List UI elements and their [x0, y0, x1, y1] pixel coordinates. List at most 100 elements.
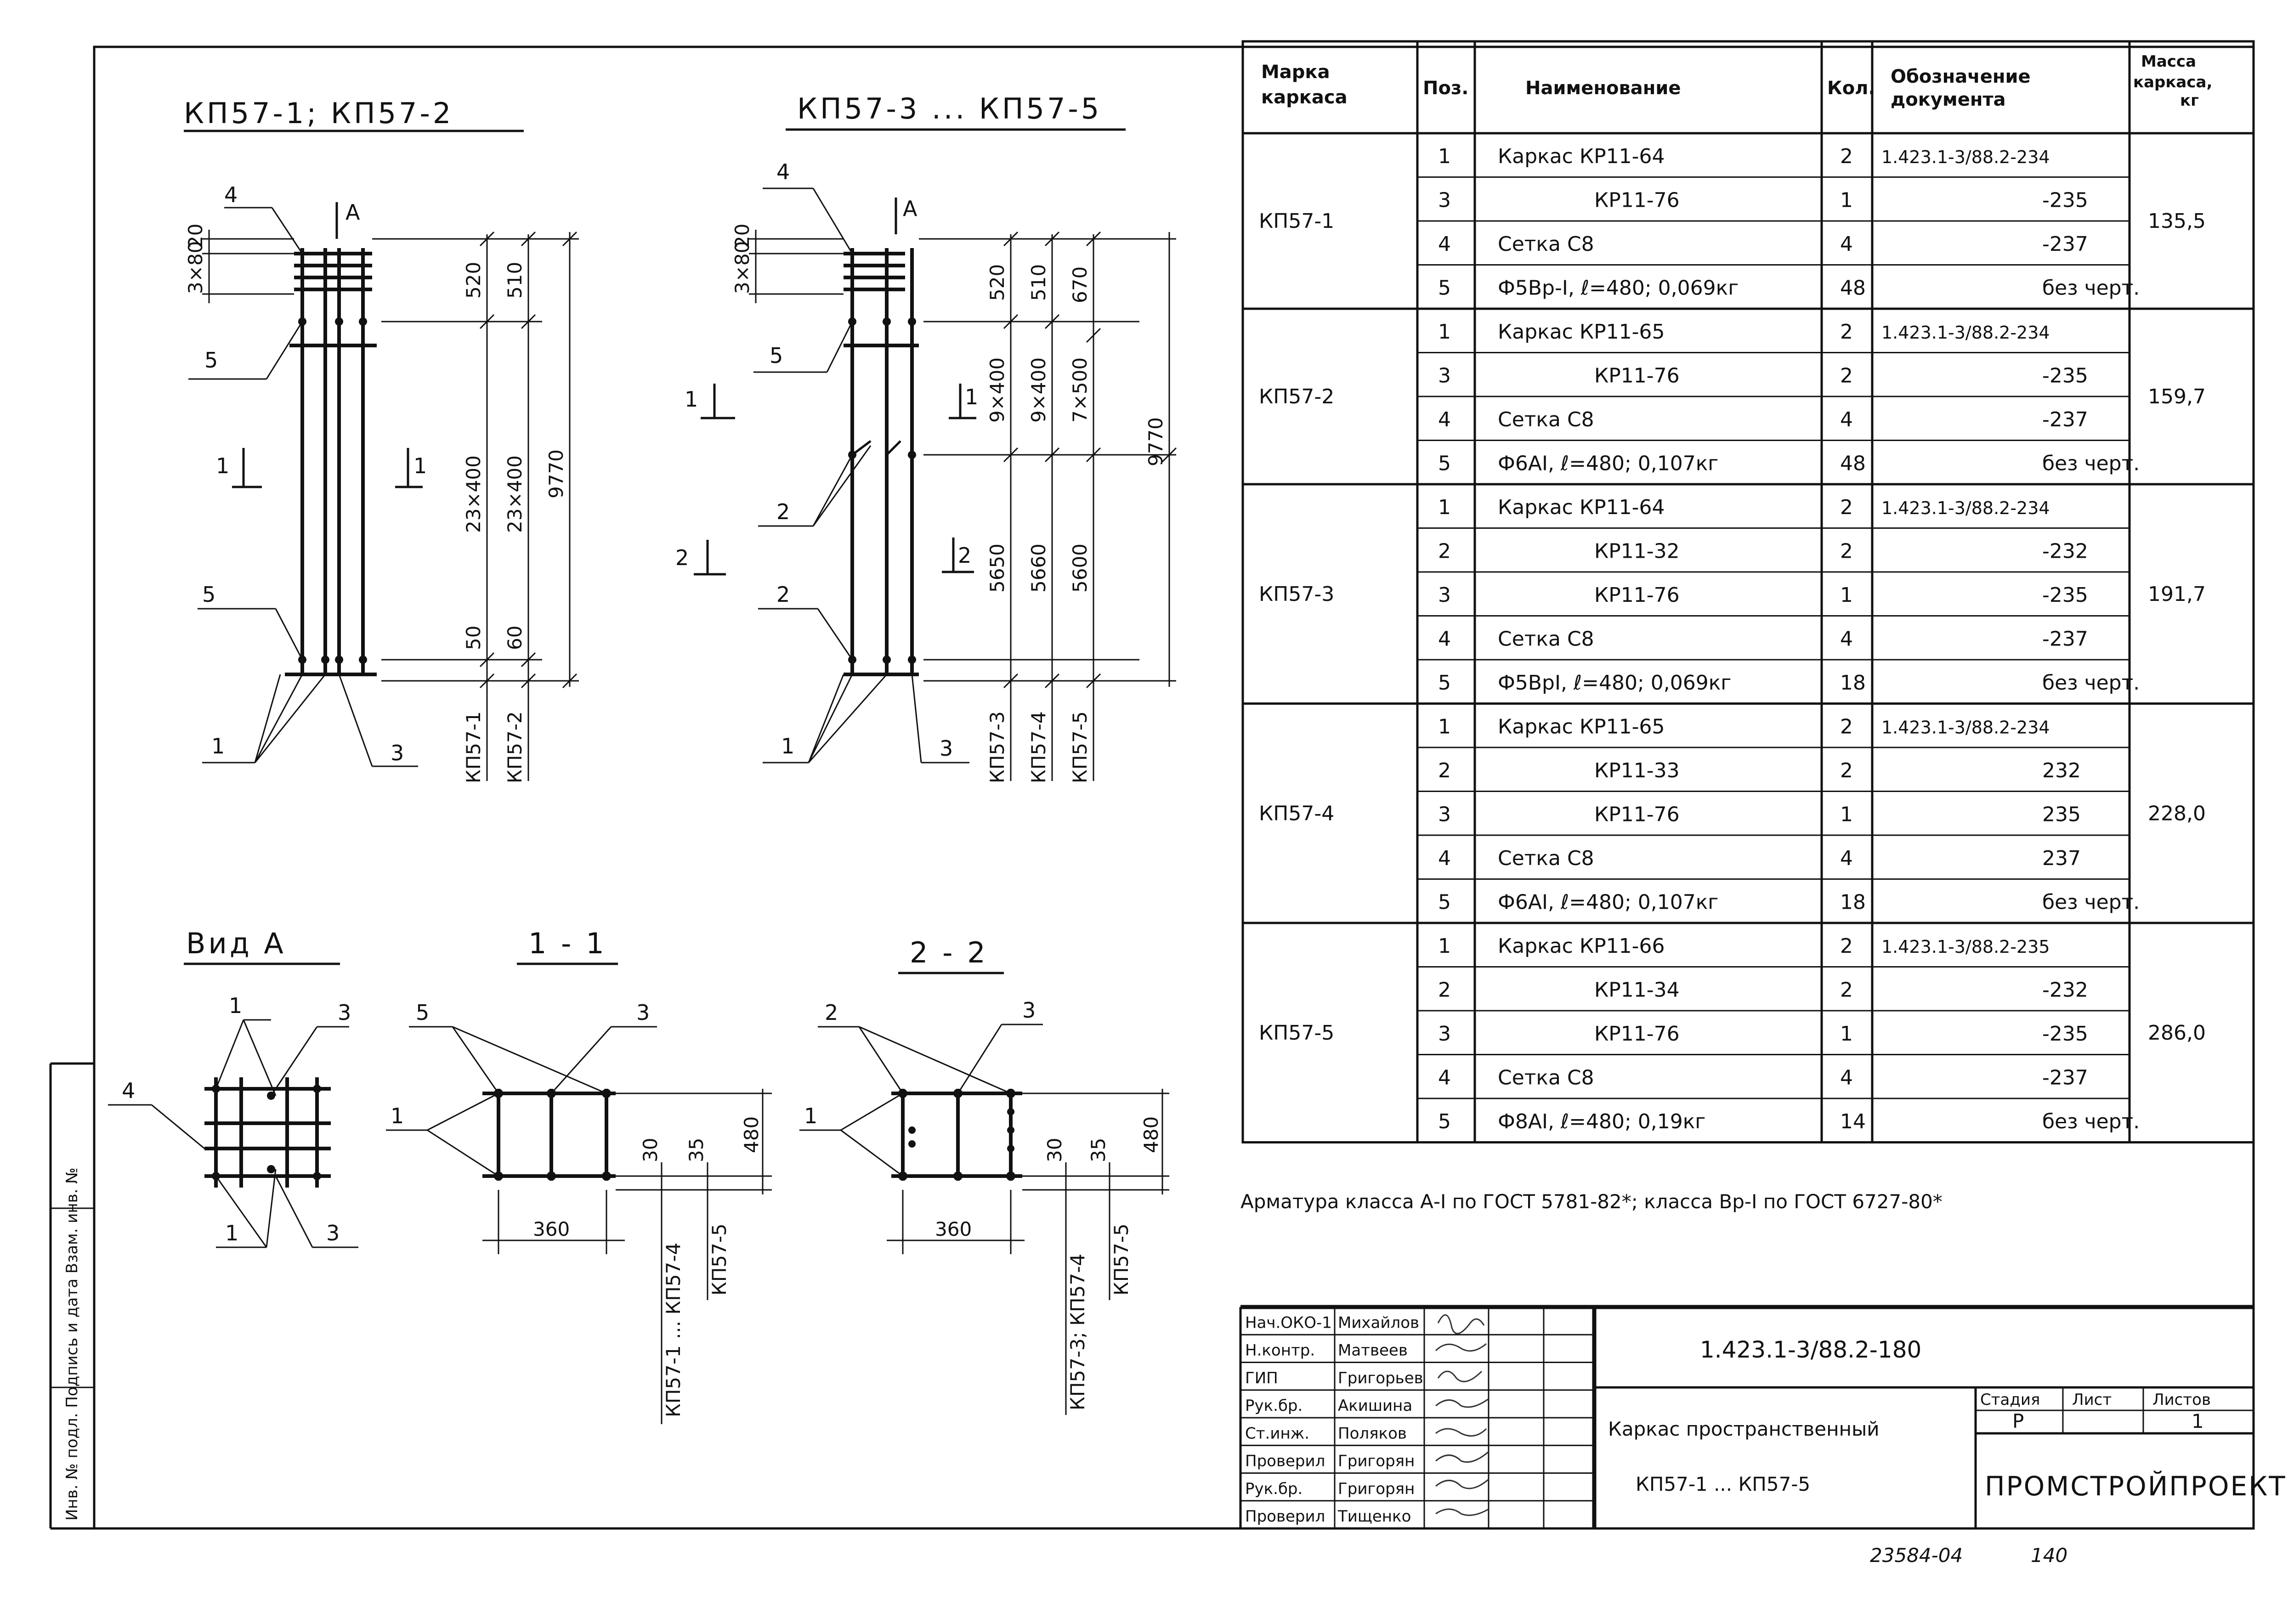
header-doc-2: документа — [1891, 89, 2006, 110]
stamp-name: Поляков — [1338, 1424, 1407, 1443]
cell-qty: 2 — [1840, 759, 1853, 782]
dim-480-s22: 480 — [1140, 1116, 1162, 1153]
callout-5-right: 5 — [770, 343, 783, 368]
cell-doc: -232 — [2042, 978, 2088, 1002]
cell-name: Каркас КР11-65 — [1498, 715, 1665, 738]
label-range-s22: КП57-3; КП57-4 — [1066, 1254, 1089, 1410]
section-2-2: 2 - 2 2 3 1 360 30 35 480 — [799, 936, 1169, 1415]
organization-name: ПРОМСТРОЙПРОЕКТ — [1985, 1470, 2287, 1502]
cell-pos: 5 — [1438, 276, 1451, 300]
cell-mark: КП57-2 — [1259, 385, 1334, 408]
s11-callout-3: 3 — [636, 1000, 650, 1025]
section-mark-1-left-b: 1 — [413, 453, 427, 478]
cell-qty: 2 — [1840, 364, 1853, 387]
header-mass-3: кг — [2180, 91, 2199, 110]
doc-code: 1.423.1-3/88.2-180 — [1700, 1336, 1921, 1363]
section-1-1: 1 - 1 5 3 1 360 30 35 480 КП57-1 — [386, 927, 772, 1424]
archive-code: 23584-04 — [1870, 1544, 1963, 1567]
cell-qty: 2 — [1840, 145, 1853, 168]
view-a-callout-4: 4 — [122, 1078, 135, 1103]
sheet-label: Лист — [2072, 1391, 2112, 1409]
cell-pos: 1 — [1438, 715, 1451, 738]
callout-1-right: 1 — [781, 734, 794, 758]
title-kp57-1-2: КП57-1; КП57-2 — [184, 96, 453, 130]
callout-1-left: 1 — [211, 734, 225, 758]
stamp-name: Тищенко — [1337, 1507, 1411, 1526]
cell-pos: 1 — [1438, 145, 1451, 168]
cell-name: Каркас КР11-65 — [1498, 320, 1665, 344]
label-kp57-3-vert: КП57-3 — [986, 711, 1008, 783]
header-doc: Обозначение — [1891, 66, 2031, 87]
cell-name: КР11-34 — [1594, 978, 1680, 1002]
label-kp57-5-vert: КП57-5 — [1069, 711, 1091, 783]
cell-name: Сетка С8 — [1498, 408, 1594, 431]
dim-35-s22: 35 — [1087, 1138, 1110, 1162]
callout-5-left-bottom: 5 — [202, 582, 215, 607]
cell-doc: 1.423.1-3/88.2-234 — [1881, 498, 2050, 518]
dim-520-left: 520 — [462, 262, 485, 299]
cell-pos: 5 — [1438, 452, 1451, 475]
cell-pos: 5 — [1438, 671, 1451, 695]
dim-9x400-a-right: 9×400 — [986, 357, 1008, 423]
cell-qty: 4 — [1840, 627, 1853, 651]
dim-30-s22: 30 — [1043, 1138, 1066, 1162]
view-kp57-3-5: КП57-3 ... КП57-5 А 4 5 2 2 — [675, 92, 1177, 783]
dim-9770-left: 9770 — [545, 449, 567, 498]
dim-520-right: 520 — [986, 264, 1008, 301]
cell-name: Ф6АI, ℓ=480; 0,107кг — [1498, 890, 1718, 914]
cell-doc: -237 — [2042, 1066, 2088, 1089]
cell-qty: 2 — [1840, 539, 1853, 563]
cell-qty: 2 — [1840, 978, 1853, 1002]
cell-doc: 1.423.1-3/88.2-234 — [1881, 323, 2050, 343]
cell-pos: 4 — [1438, 847, 1451, 870]
callout-2-right-a: 2 — [776, 499, 790, 524]
cell-mark: КП57-3 — [1259, 583, 1334, 606]
cell-pos: 3 — [1438, 1022, 1451, 1046]
cell-pos: 3 — [1438, 803, 1451, 826]
cell-doc: -237 — [2042, 408, 2088, 431]
section-mark-1-right-a: 1 — [685, 387, 698, 412]
dim-7x500-right: 7×500 — [1069, 357, 1091, 423]
cell-doc: без черт. — [2042, 452, 2140, 475]
cell-doc: -235 — [2042, 188, 2088, 212]
cell-doc: 232 — [2042, 759, 2081, 782]
cell-qty: 4 — [1840, 1066, 1853, 1089]
dim-3x80-right: 3×80 — [731, 241, 753, 294]
mark-a-left: А — [345, 200, 360, 225]
cell-name: Сетка С8 — [1498, 232, 1594, 256]
sheets-value: 1 — [2192, 1410, 2204, 1432]
dim-9x400-b-right: 9×400 — [1027, 357, 1050, 423]
dim-23x400-a-left: 23×400 — [462, 455, 485, 533]
stamp-role: ГИП — [1245, 1369, 1278, 1387]
cell-qty: 18 — [1840, 671, 1866, 695]
stamp-role: Рук.бр. — [1245, 1480, 1303, 1498]
header-name: Наименование — [1525, 78, 1681, 99]
cell-qty: 18 — [1840, 890, 1866, 914]
cell-pos: 1 — [1438, 496, 1451, 519]
cell-qty: 2 — [1840, 320, 1853, 344]
cell-doc: 237 — [2042, 847, 2081, 870]
cell-pos: 2 — [1438, 539, 1451, 563]
stamp-role: Рук.бр. — [1245, 1397, 1303, 1415]
cell-pos: 5 — [1438, 1110, 1451, 1133]
view-a: Вид А 1 3 4 1 3 — [108, 927, 358, 1248]
reinforcement-note: Арматура класса А-I по ГОСТ 5781-82*; кл… — [1240, 1190, 1943, 1213]
section-mark-2-right-a: 2 — [675, 545, 689, 570]
cell-doc: -235 — [2042, 1022, 2088, 1046]
cell-pos: 3 — [1438, 583, 1451, 607]
header-mark-2: каркаса — [1261, 87, 1348, 108]
dim-510-right: 510 — [1027, 264, 1050, 301]
view-a-callout-1-top: 1 — [229, 993, 242, 1018]
label-kp57-2-vert: КП57-2 — [504, 711, 526, 783]
cell-mark: КП57-1 — [1259, 209, 1334, 233]
cell-pos: 4 — [1438, 232, 1451, 256]
dim-35-s11: 35 — [685, 1138, 708, 1162]
cell-doc: без черт. — [2042, 671, 2140, 695]
cell-pos: 1 — [1438, 934, 1451, 958]
dim-20-left: 20 — [184, 224, 207, 248]
cell-doc: без черт. — [2042, 1110, 2140, 1133]
cell-qty: 48 — [1840, 452, 1866, 475]
cell-pos: 1 — [1438, 320, 1451, 344]
